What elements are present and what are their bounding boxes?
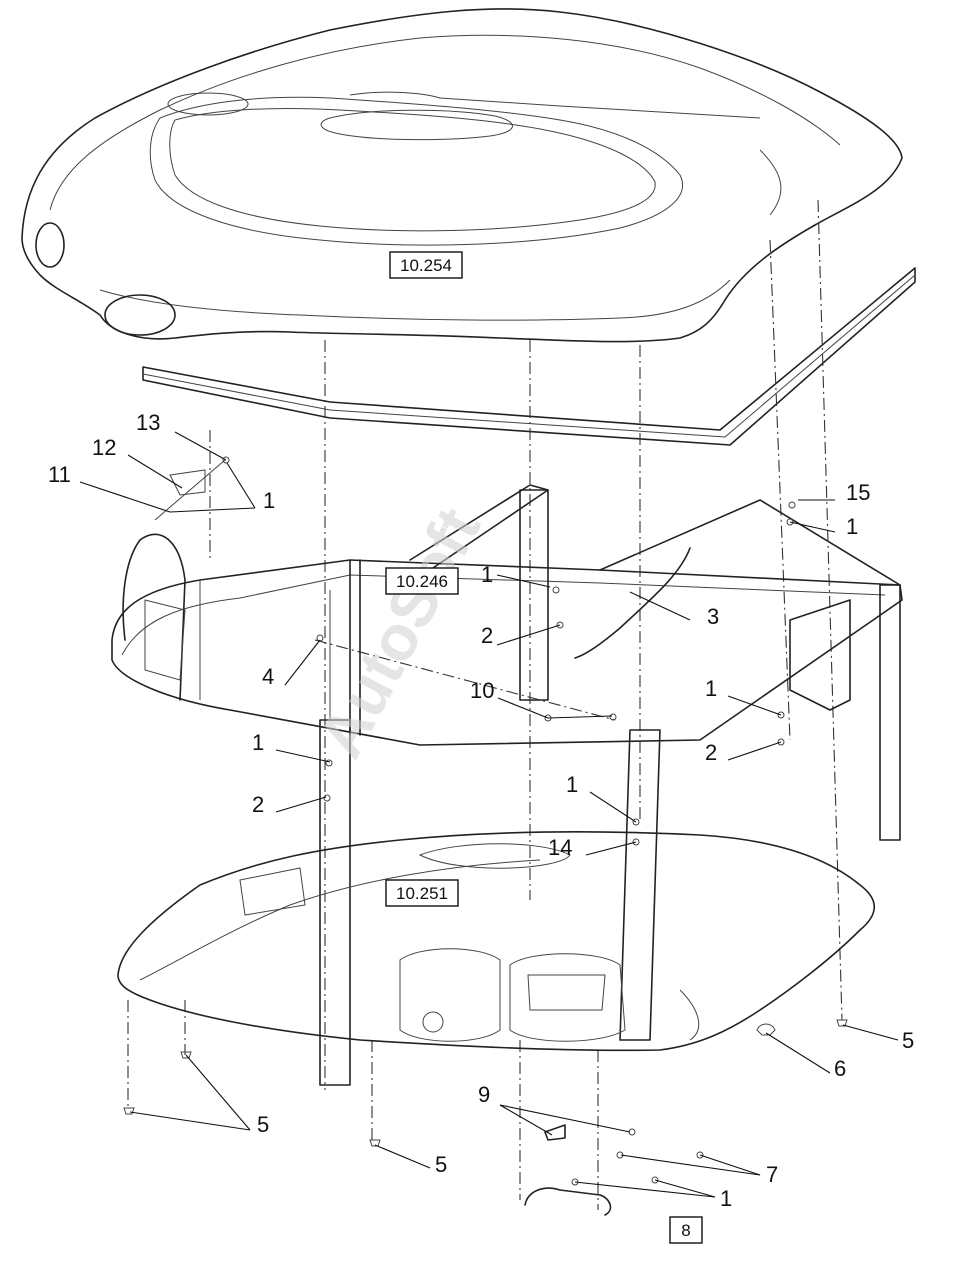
callout-1-right: 1 [705, 676, 717, 701]
watermark-text: AutoSoft [304, 496, 494, 768]
callout-1-center: 1 [566, 772, 578, 797]
callout-2-frame: 2 [481, 623, 493, 648]
callout-5-bottom: 5 [435, 1152, 447, 1177]
ref-box-frame-label: 10.246 [396, 572, 448, 591]
callout-1-upper-right: 1 [846, 514, 858, 539]
callout-7: 7 [766, 1162, 778, 1187]
callout-2-left: 2 [252, 792, 264, 817]
cab-frame [111, 484, 903, 1086]
callout-6: 6 [834, 1056, 846, 1081]
callout-1-left: 1 [252, 730, 264, 755]
floor-platform [117, 830, 876, 1052]
callout-1-frame: 1 [481, 562, 493, 587]
bottom-fasteners [123, 1019, 848, 1216]
callout-1-bottom: 1 [720, 1186, 732, 1211]
ref-box-detail-label: 8 [681, 1221, 690, 1240]
callout-5-right: 5 [902, 1028, 914, 1053]
callout-labels: 13 12 11 1 15 1 1 2 3 4 10 1 2 1 2 1 14 … [48, 410, 914, 1211]
ref-box-roof-label: 10.254 [400, 256, 452, 275]
callout-12: 12 [92, 435, 116, 460]
callout-13: 13 [136, 410, 160, 435]
callout-11: 11 [48, 462, 71, 487]
small-parts [154, 456, 796, 846]
ref-box-frame: 10.246 [385, 567, 459, 595]
ref-box-roof: 10.254 [389, 251, 463, 279]
ref-box-floor: 10.251 [385, 879, 459, 907]
roof-panel [21, 8, 903, 343]
callout-1-upper-left: 1 [263, 488, 275, 513]
callout-14: 14 [548, 835, 572, 860]
callout-3: 3 [707, 604, 719, 629]
callout-9: 9 [478, 1082, 490, 1107]
callout-15: 15 [846, 480, 870, 505]
leader-lines [79, 431, 899, 1198]
callout-2-right: 2 [705, 740, 717, 765]
callout-5-left: 5 [257, 1112, 269, 1137]
roof-seal-strip [142, 267, 916, 446]
ref-box-detail: 8 [669, 1216, 703, 1244]
callout-4: 4 [262, 664, 274, 689]
alignment-lines [127, 199, 843, 1210]
ref-box-floor-label: 10.251 [396, 884, 448, 903]
callout-10: 10 [470, 678, 494, 703]
